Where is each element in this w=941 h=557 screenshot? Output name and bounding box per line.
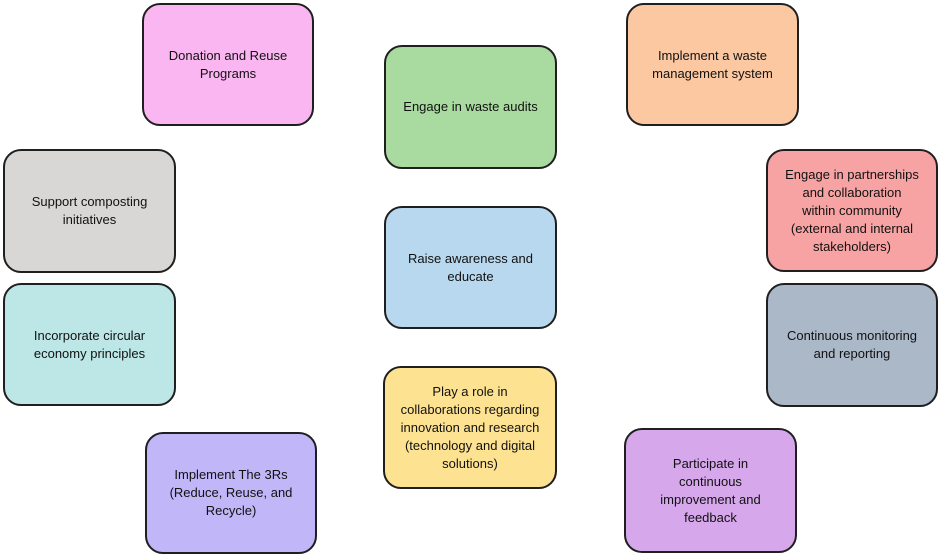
box-awareness-label: Raise awareness and educate (407, 250, 534, 284)
box-improvement-label: Participate in continuous improvement an… (660, 455, 761, 525)
box-improvement: Participate in continuous improvement an… (624, 428, 797, 553)
box-three-rs: Implement The 3Rs (Reduce, Reuse, and Re… (145, 432, 317, 554)
box-partnerships: Engage in partnerships and collaboration… (766, 149, 938, 272)
box-waste-audits: Engage in waste audits (384, 45, 557, 169)
box-monitoring: Continuous monitoring and reporting (766, 283, 938, 407)
box-monitoring-label: Continuous monitoring and reporting (786, 328, 918, 361)
box-partnerships-label: Engage in partnerships and collaboration… (785, 166, 919, 254)
box-waste-audits-label: Engage in waste audits (403, 99, 538, 114)
box-composting: Support composting initiatives (3, 149, 176, 273)
box-donation: Donation and Reuse Programs (142, 3, 314, 126)
box-three-rs-label: Implement The 3Rs (Reduce, Reuse, and Re… (169, 467, 293, 518)
box-circular-economy-label: Incorporate circular economy principles (33, 327, 146, 361)
box-donation-label: Donation and Reuse Programs (168, 47, 288, 81)
box-innovation-label: Play a role in collaborations regarding … (400, 383, 540, 471)
box-waste-management-label: Implement a waste management system (652, 47, 773, 81)
box-waste-management: Implement a waste management system (626, 3, 799, 126)
box-composting-label: Support composting initiatives (31, 194, 148, 227)
box-circular-economy: Incorporate circular economy principles (3, 283, 176, 406)
box-innovation: Play a role in collaborations regarding … (383, 366, 557, 489)
box-awareness: Raise awareness and educate (384, 206, 557, 329)
